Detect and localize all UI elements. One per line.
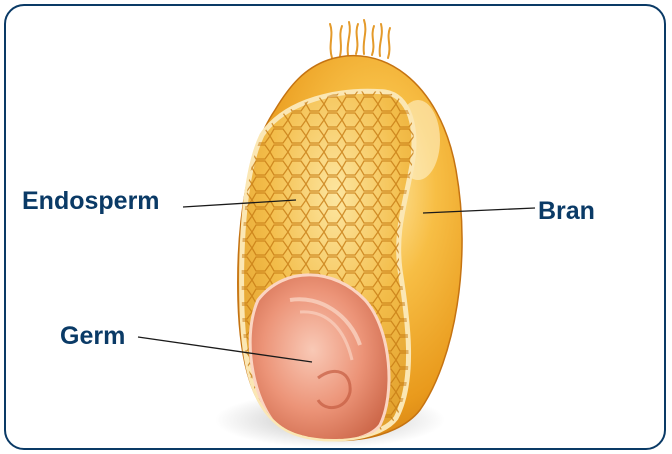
bran-label: Bran	[538, 199, 595, 224]
germ-label: Germ	[60, 324, 125, 349]
endosperm-label: Endosperm	[22, 189, 160, 214]
kernel-brush-hairs	[330, 20, 390, 58]
